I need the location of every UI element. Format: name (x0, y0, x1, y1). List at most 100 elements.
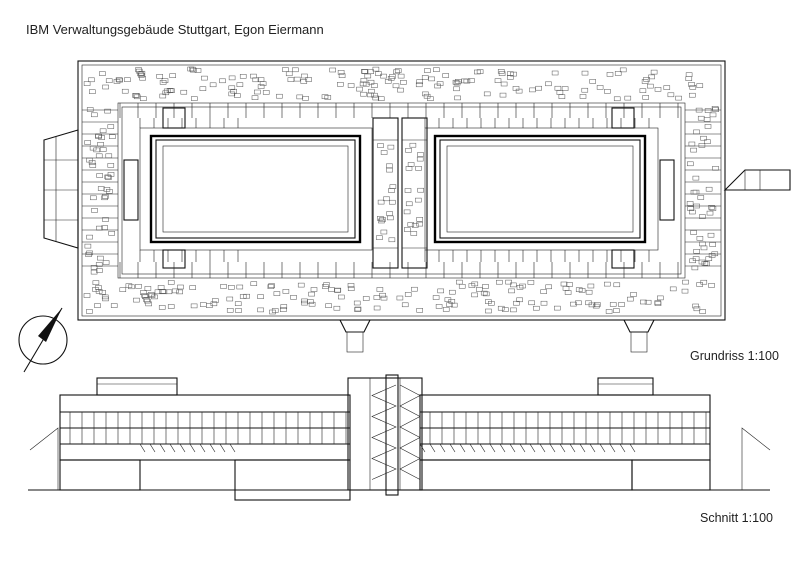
desk (712, 166, 719, 171)
corridor-ring (117, 102, 686, 279)
desk (135, 67, 142, 72)
desk (423, 93, 431, 99)
courtyard-left (139, 127, 373, 251)
desk (234, 93, 241, 98)
desk (96, 268, 103, 273)
truss-diagonal (149, 443, 156, 453)
desk (435, 304, 443, 309)
desk (654, 301, 662, 306)
desk (642, 95, 649, 100)
desk (533, 305, 540, 311)
desk (280, 307, 287, 312)
desk (226, 308, 234, 313)
desk (691, 265, 699, 271)
desk (442, 73, 449, 78)
desk (519, 283, 526, 289)
desk (415, 166, 422, 171)
truss-diagonal (209, 443, 216, 453)
desk (433, 67, 440, 72)
desk (692, 189, 700, 195)
desk (373, 295, 381, 300)
desk (268, 283, 275, 288)
desk (687, 206, 694, 211)
desk (496, 279, 503, 285)
desk (657, 295, 664, 301)
desk (110, 303, 118, 308)
desk (689, 85, 697, 90)
courtyard-right (424, 127, 659, 251)
desk (292, 67, 299, 73)
truss-diagonal (229, 443, 236, 453)
desk (209, 82, 217, 88)
desk (693, 306, 701, 312)
desk (372, 95, 380, 101)
truss-diagonal (219, 443, 226, 453)
desk (239, 294, 247, 299)
desk (321, 94, 329, 99)
desk (161, 78, 169, 83)
desk (228, 285, 235, 290)
desk (497, 305, 505, 311)
desk (191, 96, 198, 101)
desk (159, 80, 167, 85)
north-arrow-icon (18, 307, 68, 373)
desk (176, 289, 183, 295)
desk (102, 84, 109, 90)
desk (575, 300, 582, 306)
desk (712, 107, 719, 112)
desk (95, 153, 103, 159)
desk (687, 161, 694, 167)
desk (329, 67, 336, 73)
desk (308, 301, 316, 307)
section-scale-label: Schnitt 1:100 (700, 511, 773, 525)
desk (386, 211, 393, 216)
desk (228, 85, 236, 91)
desk (397, 87, 404, 93)
desk (276, 93, 283, 99)
building-section (28, 374, 771, 501)
desk (709, 206, 717, 211)
desk (436, 81, 444, 86)
desk (257, 77, 265, 82)
desk (700, 135, 707, 141)
desk (453, 86, 460, 92)
desk (267, 284, 275, 289)
desk (338, 294, 345, 300)
desk (337, 82, 344, 87)
desk (124, 77, 131, 82)
desk (388, 237, 396, 243)
desk (271, 308, 279, 313)
truss-diagonal (529, 443, 536, 453)
desk (624, 95, 632, 101)
desk (502, 307, 509, 312)
desk (190, 67, 197, 73)
desk (379, 217, 386, 222)
desk (97, 186, 105, 191)
desk (373, 305, 381, 311)
desk (709, 112, 717, 118)
desk (99, 147, 107, 152)
desk (647, 83, 654, 89)
desk (585, 300, 592, 306)
desk (474, 69, 481, 75)
desk (169, 73, 176, 78)
desk (681, 288, 689, 294)
desk (699, 214, 706, 219)
desk (105, 153, 113, 159)
desk (94, 303, 101, 308)
desk (200, 302, 207, 307)
desk (108, 231, 115, 236)
desk (201, 75, 208, 81)
entrance-canopy-left (43, 129, 79, 249)
desk (410, 231, 418, 236)
desk (139, 75, 146, 81)
desk (116, 77, 123, 83)
desk (347, 83, 355, 88)
desk (252, 77, 260, 83)
section-left-wing (59, 377, 351, 501)
desk (648, 74, 655, 80)
desk (212, 298, 219, 303)
desk (86, 234, 93, 240)
desk (257, 294, 264, 299)
desk (259, 81, 267, 86)
